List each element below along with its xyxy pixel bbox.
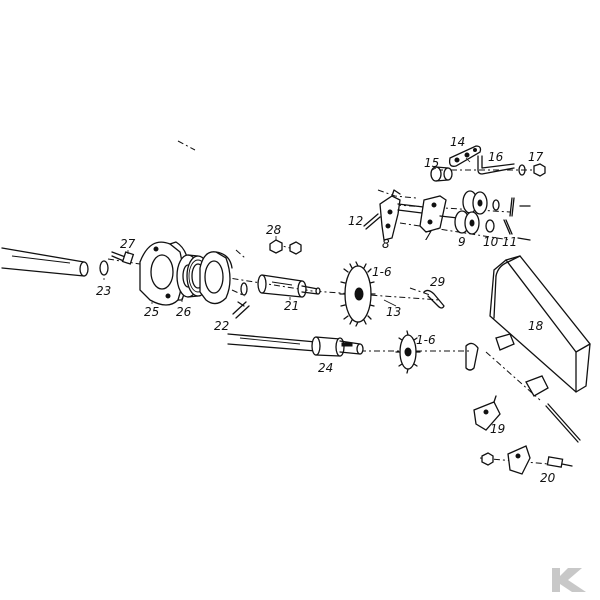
bolt-27 xyxy=(111,251,135,265)
bracket-8 xyxy=(379,189,401,241)
label-part-28: 28 xyxy=(266,223,282,237)
label-part-25: 25 xyxy=(144,305,159,319)
flange-plate-second xyxy=(199,251,233,305)
small-washer-22 xyxy=(240,282,248,296)
label-part-23: 23 xyxy=(96,284,111,298)
label-sprocket-upper: 1-6 xyxy=(372,265,392,279)
label-part-24: 24 xyxy=(318,361,333,375)
center-line-20 xyxy=(479,457,561,466)
nut-17 xyxy=(518,163,546,177)
bracket-20 xyxy=(481,445,573,475)
label-part-13: 13 xyxy=(386,305,401,319)
center-line-29 xyxy=(409,287,431,296)
center-line-dot xyxy=(177,140,196,151)
washers-10 xyxy=(485,199,500,233)
sprocket-upper xyxy=(339,261,376,327)
label-part-9: 9 xyxy=(458,235,466,249)
rod-19 xyxy=(545,403,581,443)
label-part-26: 26 xyxy=(176,305,192,319)
label-part-11: 11 xyxy=(502,235,517,249)
split-pins-11 xyxy=(503,197,531,241)
part-labels: 1-6 1-6 7 8 9 10 11 12 13 14 15 16 17 18… xyxy=(96,135,556,485)
pin-22 xyxy=(232,301,250,319)
sleeve-15 xyxy=(430,166,453,182)
label-part-15: 15 xyxy=(424,156,439,170)
l-pin-16 xyxy=(477,155,515,175)
label-part-29: 29 xyxy=(430,275,445,289)
label-part-14: 14 xyxy=(450,135,465,149)
center-line-rollers-2 xyxy=(399,222,511,241)
center-line-27-28 xyxy=(235,249,246,259)
stub-shaft-21 xyxy=(257,274,321,298)
tensioner-arm-7 xyxy=(397,195,459,233)
lower-shaft-24 xyxy=(227,333,364,357)
label-part-8: 8 xyxy=(382,237,390,251)
label-part-21: 21 xyxy=(284,299,299,313)
brand-logo xyxy=(552,568,586,592)
pin-12 xyxy=(363,213,381,230)
label-part-22: 22 xyxy=(214,319,229,333)
circlip-23 xyxy=(99,260,109,276)
label-part-20: 20 xyxy=(540,471,556,485)
label-sprocket-lower: 1-6 xyxy=(416,333,436,347)
leader-lines xyxy=(103,157,471,307)
rollers-9 xyxy=(454,190,488,235)
center-line-upper xyxy=(377,189,417,199)
center-line-22 xyxy=(231,289,246,297)
label-part-12: 12 xyxy=(348,214,363,228)
label-part-10: 10 xyxy=(483,235,499,249)
label-part-7: 7 xyxy=(424,229,432,243)
logo-k-mark xyxy=(552,568,586,592)
upper-shaft xyxy=(1,247,89,277)
label-part-27: 27 xyxy=(120,237,136,251)
sprocket-lower xyxy=(395,330,421,374)
bracket-19 xyxy=(473,395,501,431)
link-plate-14 xyxy=(448,145,482,167)
label-part-18: 18 xyxy=(528,319,544,333)
label-part-17: 17 xyxy=(528,150,544,164)
label-part-16: 16 xyxy=(488,150,504,164)
center-line-main xyxy=(107,258,441,301)
label-part-19: 19 xyxy=(490,422,505,436)
chain-cover-18 xyxy=(489,255,591,397)
split-pin-29 xyxy=(423,289,445,309)
hook-pin-lower xyxy=(465,342,479,371)
